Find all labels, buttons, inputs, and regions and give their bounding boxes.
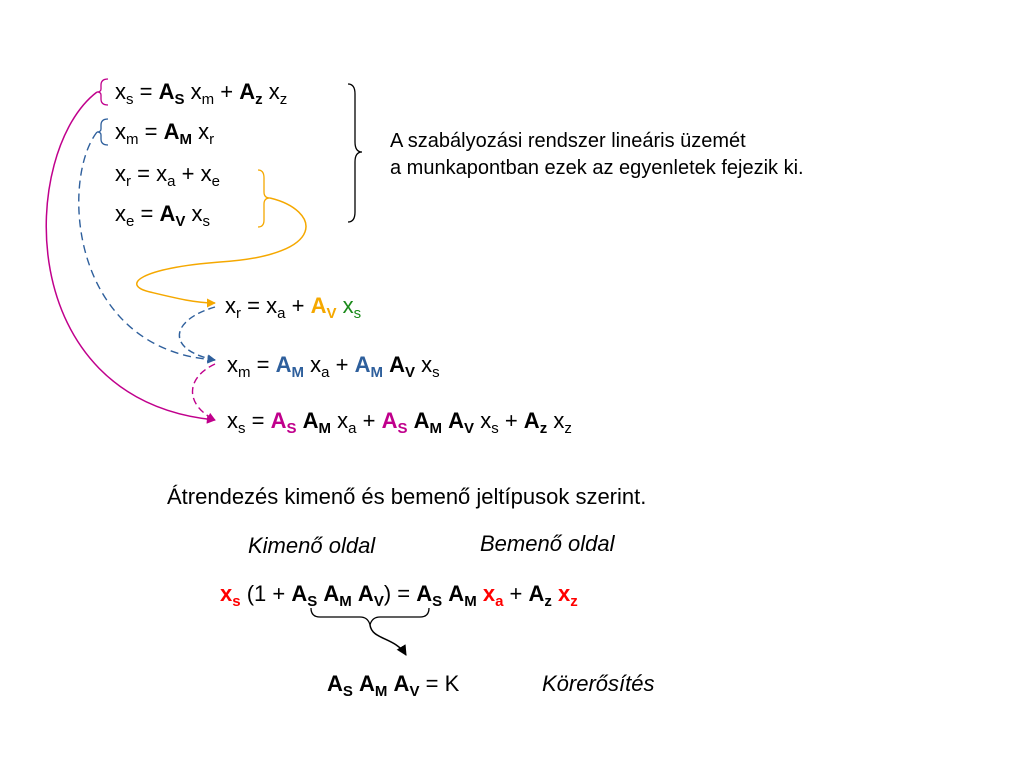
magenta-dashed-short [191,363,216,421]
system-note-line2: a munkapontban ezek az egyenletek fejezi… [390,157,804,179]
input-side-label: Bemenő oldal [480,531,615,556]
brace-xs-left [96,78,109,106]
derived-xs: xs = AS AM xa + AS AM AV xs + Az xz [227,408,572,437]
system-brace [347,83,363,223]
rearranged-equation: xs (1 + AS AM AV) = AS AM xa + Az xz [220,581,578,610]
loop-arrow [369,624,407,656]
rearrange-heading: Átrendezés kimenő és bemenő jeltípusok s… [167,484,647,509]
equation-xm: xm = AM xr [115,119,215,148]
blue-dashed-curve [78,131,216,364]
orange-curve [136,197,307,308]
loop-underbrace [310,607,430,626]
system-note-line1: A szabályozási rendszer lineáris üzemét [390,130,746,152]
equation-xe: xe = AV xs [115,201,210,230]
blue-dashed-short [178,306,216,363]
magenta-curve [45,91,216,424]
brace-xm-left [96,118,109,146]
equation-xr: xr = xa + xe [115,161,220,190]
derived-xm: xm = AM xa + AM AV xs [227,352,440,381]
equation-xs: xs = AS xm + Az xz [115,79,288,108]
loop-gain-label: Körerősítés [542,671,655,696]
orange-brace [257,169,271,228]
output-side-label: Kimenő oldal [248,533,376,558]
derived-xr: xr = xa + AV xs [225,293,362,322]
loop-gain-equation: AS AM AV = K [327,671,460,700]
